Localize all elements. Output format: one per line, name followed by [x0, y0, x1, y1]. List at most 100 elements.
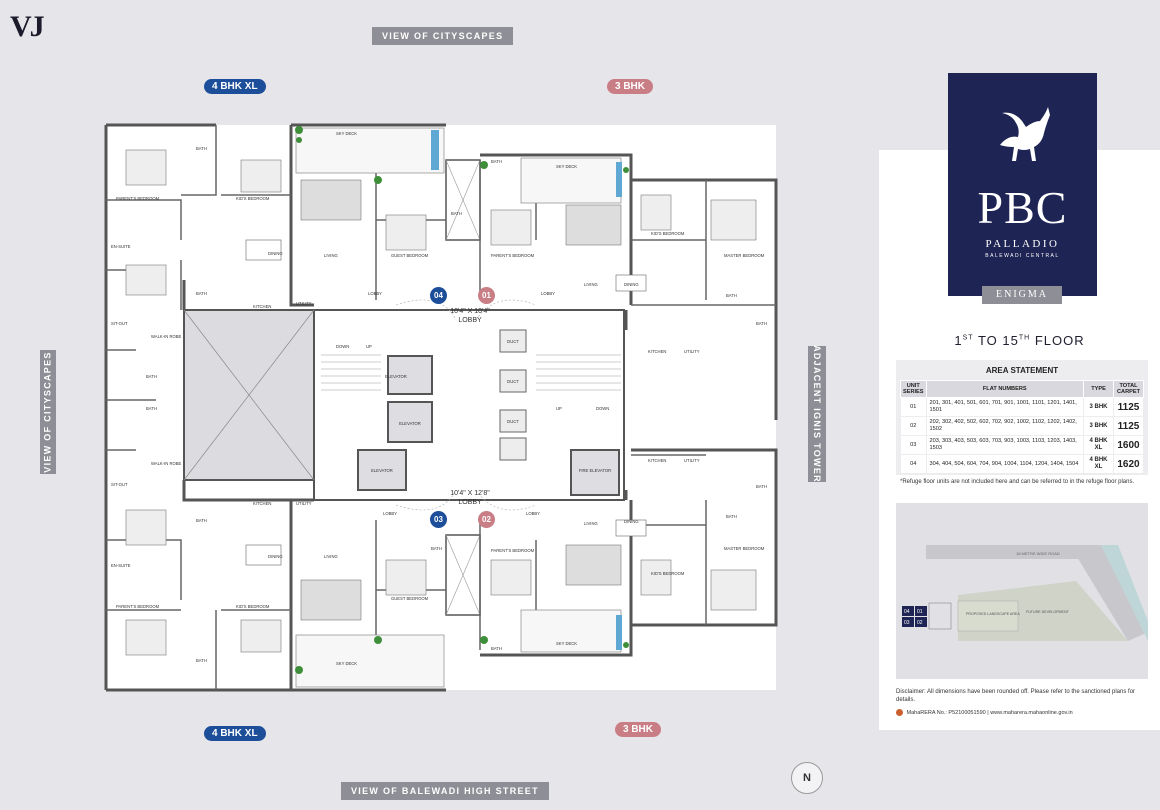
dining-label-03: DINING	[268, 554, 283, 559]
en-suite-label-2: EN-SUITE	[111, 563, 131, 568]
kids-bedroom-label-02: KID'S BEDROOM	[651, 571, 685, 576]
maharera-text: MahaRERA No.: P52100051590 | www.maharer…	[906, 709, 1073, 716]
enigma-tag: ENIGMA	[982, 286, 1062, 304]
elevator-label-2: ELEVATOR	[399, 421, 421, 426]
view-top-label: VIEW OF CITYSCAPES	[372, 27, 514, 45]
refuge-note: *Refuge floor units are not included her…	[900, 479, 1135, 485]
view-left-label: VIEW OF CITYSCAPES	[40, 350, 56, 474]
bath-label-3: BATH	[146, 374, 157, 379]
site-landscape-label: PROPOSED LANDSCAPE AREA	[966, 612, 1020, 616]
table-row: 03 203, 303, 403, 503, 603, 703, 903, 10…	[900, 435, 1144, 455]
master-bedroom-label-02: MASTER BEDROOM	[724, 546, 765, 551]
view-bottom-label: VIEW OF BALEWADI HIGH STREET	[341, 782, 549, 800]
bath-label-10: BATH	[756, 321, 767, 326]
elevator-label-3: ELEVATOR	[371, 468, 393, 473]
dining-label-01: DINING	[624, 282, 639, 287]
walk-in-robe-label-1: WALK-IN ROBE	[151, 334, 182, 339]
stair-down-label: DOWN	[336, 344, 349, 349]
site-plan-drawing: 18 METRE WIDE ROAD PROPOSED LANDSCAPE AR…	[902, 545, 1148, 641]
kitchen-label-02: KITCHEN	[648, 458, 666, 463]
vj-logo: VJ	[10, 10, 45, 43]
bath-label-6: BATH	[196, 658, 207, 663]
living-label-03: LIVING	[324, 554, 338, 559]
fire-elevator-label: FIRE ELEVATOR	[579, 468, 611, 473]
unit-type-pill-top-left: 4 BHK XL	[204, 79, 266, 94]
lobby-lower: 10'4" X 12'8" LOBBY	[440, 489, 500, 507]
pegasus-icon	[1000, 107, 1050, 161]
unit-type-pill-top-right: 3 BHK	[607, 79, 654, 94]
area-header-type: TYPE	[1083, 380, 1114, 398]
brand-box: PBC PALLADIO BALEWADI CENTRAL	[948, 73, 1097, 296]
duct-label-2: DUCT	[507, 379, 519, 384]
kids-bedroom-label-03: KID'S BEDROOM	[236, 604, 270, 609]
sky-deck-label-03: SKY DECK	[336, 661, 357, 666]
unit-type-pill-bottom-right: 3 BHK	[615, 722, 662, 737]
maharera-logo-icon	[896, 709, 903, 716]
bath-label-1: BATH	[196, 146, 207, 151]
unit-badge-03: 03	[430, 511, 447, 528]
floor-end: FLOOR	[1034, 333, 1085, 348]
lobby-label-04: LOBBY	[368, 291, 382, 296]
kitchen-label-03: KITCHEN	[253, 501, 271, 506]
north-label: N	[803, 772, 811, 784]
maharera-info: MahaRERA No.: P52100051590 | www.maharer…	[896, 709, 1144, 716]
area-flats: 304, 404, 504, 604, 704, 904, 1004, 1104…	[925, 454, 1085, 474]
area-flats: 203, 303, 403, 503, 603, 703, 903, 1003,…	[925, 435, 1085, 455]
guest-bedroom-label-03: GUEST BEDROOM	[391, 596, 429, 601]
area-carpet: 1600	[1113, 435, 1144, 455]
site-unit-03: 03	[904, 620, 910, 626]
sky-deck-01	[520, 157, 622, 204]
floor-from-sup: ST	[962, 334, 974, 342]
area-series: 01	[900, 397, 927, 417]
floor-to-sup: TH	[1018, 334, 1031, 342]
kitchen-label-04: KITCHEN	[253, 304, 271, 309]
site-key-plan: 18 METRE WIDE ROAD PROPOSED LANDSCAPE AR…	[896, 503, 1148, 679]
kitchen-label-01: KITCHEN	[648, 349, 666, 354]
bath-label-14: BATH	[491, 646, 502, 651]
lobby-upper: 10'4" X 10'4" LOBBY	[440, 307, 500, 325]
unit-type-pill-bottom-left: 4 BHK XL	[204, 726, 266, 741]
brand-sub: PALLADIO	[985, 238, 1060, 250]
master-bedroom-label-01: MASTER BEDROOM	[724, 253, 765, 258]
area-type: 3 BHK	[1083, 397, 1114, 417]
lobby-upper-size: 10'4" X 10'4"	[450, 308, 490, 315]
living-label-02: LIVING	[584, 521, 598, 526]
duct-label-1: DUCT	[507, 339, 519, 344]
elevator-1	[387, 355, 433, 395]
sit-out-label-2: SIT-OUT	[111, 482, 128, 487]
living-label-01: LIVING	[584, 282, 598, 287]
bath-label-9: BATH	[726, 293, 737, 298]
unit-badge-01: 01	[478, 287, 495, 304]
area-carpet: 1125	[1113, 416, 1144, 436]
elevator-2	[387, 401, 433, 443]
area-type: 3 BHK	[1083, 416, 1114, 436]
north-compass-icon: N	[791, 762, 823, 794]
lobby-label-01: LOBBY	[541, 291, 555, 296]
stair-down-label-2: DOWN	[596, 406, 609, 411]
elevator-3	[357, 449, 407, 491]
elevator-label-1: ELEVATOR	[385, 374, 407, 379]
sky-deck-label-02: SKY DECK	[556, 641, 577, 646]
lobby-label-03: LOBBY	[383, 511, 397, 516]
bath-label-7: BATH	[451, 211, 462, 216]
site-future-label: FUTURE DEVELOPMENT	[1026, 610, 1070, 614]
area-table-header: UNIT SERIES FLAT NUMBERS TYPE TOTAL CARP…	[900, 380, 1144, 398]
utility-label-01: UTILITY	[684, 349, 700, 354]
parents-bedroom-label-04: PARENT'S BEDROOM	[116, 196, 160, 201]
bath-label-13: BATH	[431, 546, 442, 551]
area-series: 03	[900, 435, 927, 455]
lobby-label-02: LOBBY	[526, 511, 540, 516]
area-type: 4 BHK XL	[1083, 435, 1114, 455]
sky-deck-04	[295, 127, 445, 174]
duct-label-3: DUCT	[507, 419, 519, 424]
area-series: 02	[900, 416, 927, 436]
bath-label-11: BATH	[726, 514, 737, 519]
disclaimer: Disclaimer: All dimensions have been rou…	[896, 689, 1136, 703]
lobby-lower-name: LOBBY	[458, 499, 482, 506]
area-flats: 201, 301, 401, 501, 601, 701, 901, 1001,…	[925, 397, 1085, 417]
floor-plan-drawing: ELEVATOR ELEVATOR ELEVATOR FIRE ELEVATOR…	[104, 123, 778, 692]
parents-bedroom-label-02: PARENT'S BEDROOM	[491, 548, 535, 553]
area-header-series: UNIT SERIES	[900, 380, 927, 398]
lobby-upper-name: LOBBY	[458, 317, 482, 324]
area-type: 4 BHK XL	[1083, 454, 1114, 474]
